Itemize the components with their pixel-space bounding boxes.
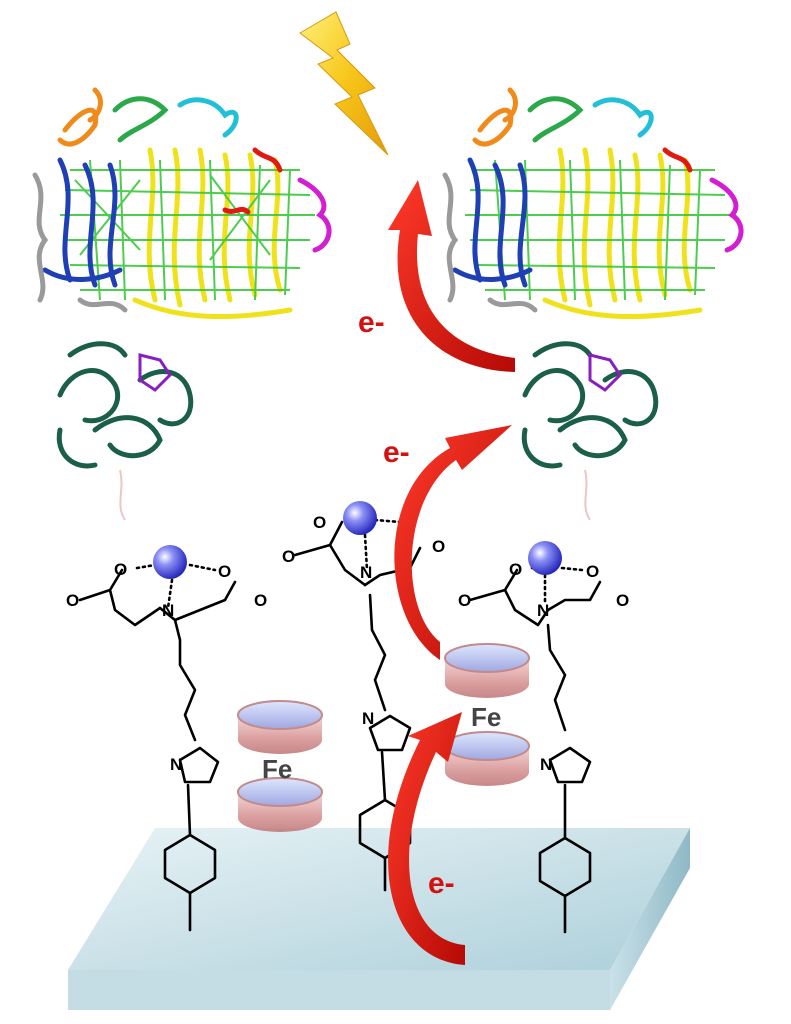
electron-label-bottom: e- [428,867,455,900]
photosystem-complex-right [442,87,744,320]
electrode-substrate [68,828,690,1010]
electron-arrow-top [388,180,515,372]
oxygen-atom-label: O [313,513,326,532]
oxygen-atom-label: O [616,591,629,610]
electron-arrow-middle [394,425,512,660]
nta-linker-left: O O O O N N [66,545,267,932]
metal-ion-sphere [343,501,377,535]
oxygen-atom-label: O [586,562,599,581]
ferrocene-right: Fe [444,643,530,786]
oxygen-atom-label: O [254,591,267,610]
photosystem-complex-left [32,87,332,320]
nitrogen-atom-label: N [362,709,374,728]
oxygen-atom-label: O [114,560,127,579]
metal-ion-sphere [153,545,187,579]
nitrogen-atom-label: N [360,563,372,582]
oxygen-atom-label: O [66,591,79,610]
nitrogen-atom-label: N [170,755,182,774]
oxygen-atom-label: O [432,537,445,556]
ferrocene-left: Fe [237,700,323,832]
nitrogen-atom-label: N [162,601,174,620]
nitrogen-atom-label: N [540,755,552,774]
nitrogen-atom-label: N [537,601,549,620]
oxygen-atom-label: O [218,562,231,581]
nta-linker-right: O O O O N N [458,541,629,934]
cytochrome-protein-right [521,341,659,521]
oxygen-atom-label: O [282,547,295,566]
iron-label: Fe [262,754,292,784]
electron-arrow-bottom [388,712,465,965]
metal-ion-sphere [528,541,562,575]
oxygen-atom-label: O [458,591,471,610]
cytochrome-protein-left [56,341,194,521]
oxygen-atom-label: O [509,560,522,579]
electron-label-middle: e- [383,436,410,469]
iron-label: Fe [471,702,501,732]
electron-label-top: e- [358,306,385,339]
lightning-bolt-icon [299,11,389,156]
